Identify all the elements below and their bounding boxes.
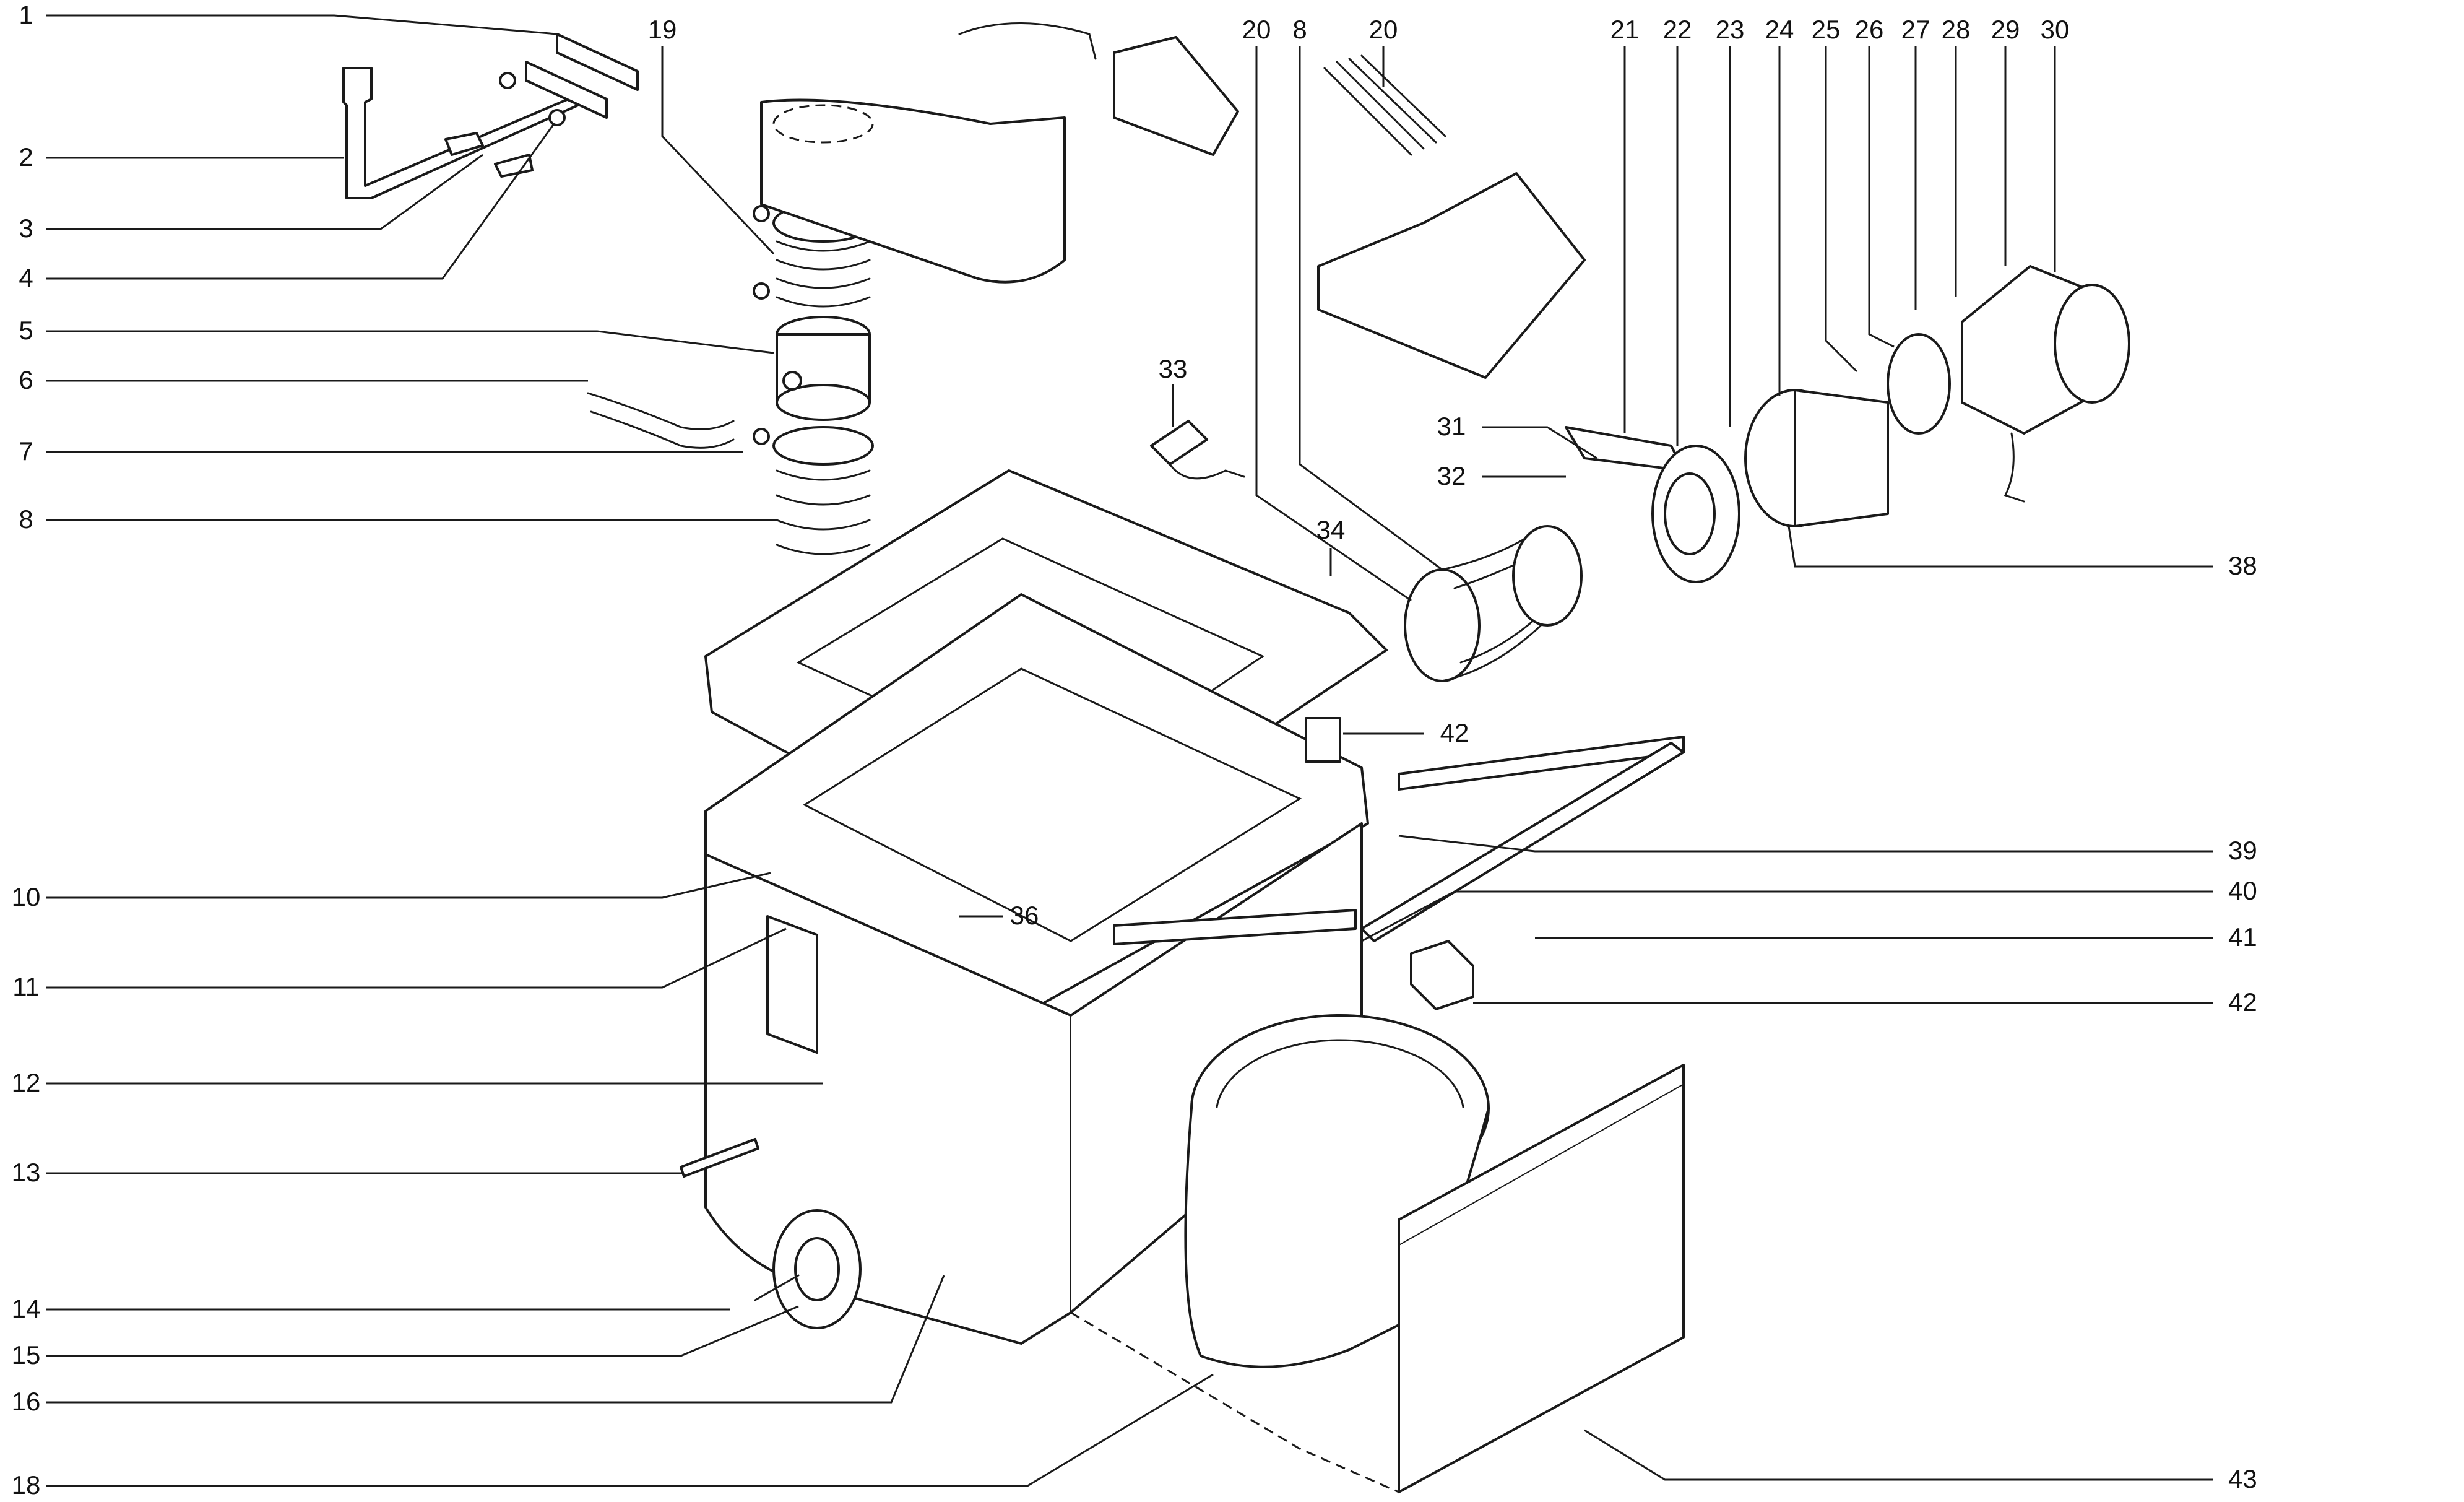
callout-1: 1 <box>19 0 33 29</box>
callout-3: 3 <box>19 214 33 243</box>
callout-26: 26 <box>1855 15 1884 44</box>
callout-36: 36 <box>1010 901 1039 930</box>
callout-34: 34 <box>1316 515 1346 544</box>
callout-43: 43 <box>2228 1464 2257 1493</box>
callout-22: 22 <box>1663 15 1692 44</box>
callouts-right: 38 39 40 41 42 43 <box>2228 551 2257 1493</box>
callout-6: 6 <box>19 365 33 394</box>
callout-4: 4 <box>19 263 33 292</box>
callouts-inline: 31 32 33 34 36 42 <box>1010 354 1469 930</box>
callout-29: 29 <box>1991 15 2020 44</box>
callout-41: 41 <box>2228 922 2257 952</box>
callout-42-inline: 42 <box>1440 718 1469 747</box>
callout-39: 39 <box>2228 836 2257 865</box>
callout-28: 28 <box>1942 15 1971 44</box>
callout-8: 8 <box>19 505 33 534</box>
block-lower <box>1410 940 1474 1010</box>
bracket-assembly <box>342 33 639 199</box>
fan-flange <box>1565 426 1740 583</box>
callout-15: 15 <box>12 1340 41 1370</box>
wheel <box>754 1209 862 1329</box>
callout-5: 5 <box>19 316 33 345</box>
callout-25: 25 <box>1812 15 1841 44</box>
hose-collar-assembly <box>753 203 874 555</box>
callout-31: 31 <box>1437 412 1466 441</box>
front-panel <box>1070 1064 1685 1493</box>
callout-30: 30 <box>2041 15 2070 44</box>
callout-27: 27 <box>1901 15 1930 44</box>
callouts-top: 19 20 8 20 21 22 23 24 25 26 27 28 29 30 <box>648 15 2070 44</box>
power-cord <box>1150 420 1245 480</box>
callout-32: 32 <box>1437 461 1466 490</box>
motor <box>1887 265 2130 503</box>
callout-38: 38 <box>2228 551 2257 580</box>
callout-12: 12 <box>12 1068 41 1097</box>
callout-18: 18 <box>12 1470 41 1500</box>
callouts-left: 1 2 3 4 5 6 7 8 10 11 12 13 14 15 16 18 <box>12 0 41 1500</box>
callout-23: 23 <box>1716 15 1745 44</box>
coil-hose <box>1404 525 1583 682</box>
callout-16: 16 <box>12 1387 41 1416</box>
callout-7: 7 <box>19 436 33 466</box>
callout-20-right: 20 <box>1369 15 1398 44</box>
filter-elements <box>1317 54 1586 379</box>
callout-24: 24 <box>1765 15 1794 44</box>
callout-40: 40 <box>2228 876 2257 905</box>
callout-21: 21 <box>1610 15 1640 44</box>
callout-20-left: 20 <box>1242 15 1271 44</box>
callout-8-top: 8 <box>1292 15 1307 44</box>
callout-11: 11 <box>12 972 40 1001</box>
fan-housing <box>1744 389 1889 527</box>
callout-42-right: 42 <box>2228 988 2257 1017</box>
callout-14: 14 <box>12 1294 41 1323</box>
callout-2: 2 <box>19 142 33 171</box>
top-cover <box>760 22 1239 284</box>
callout-33: 33 <box>1159 354 1188 383</box>
callout-10: 10 <box>12 882 41 911</box>
main-frame <box>704 469 1388 1017</box>
small-hose <box>587 392 735 430</box>
leader-lines <box>46 14 2213 1487</box>
callout-13: 13 <box>12 1158 41 1187</box>
block-upper <box>1305 717 1341 763</box>
callout-19: 19 <box>648 15 677 44</box>
rails <box>1113 736 1685 945</box>
